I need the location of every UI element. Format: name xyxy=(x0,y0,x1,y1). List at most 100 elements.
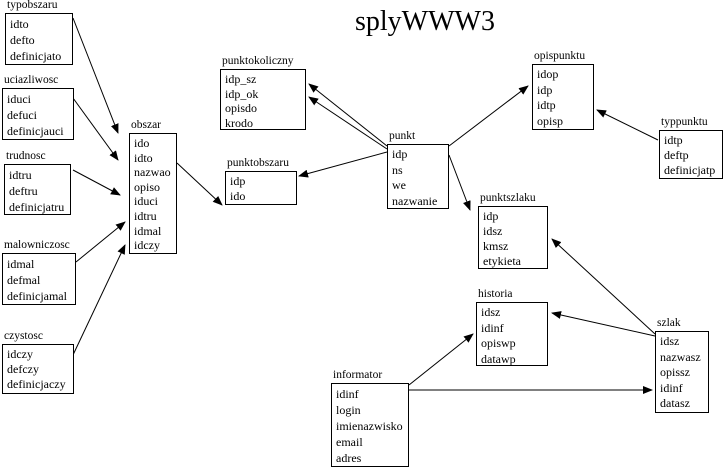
table-name: informator xyxy=(333,369,383,381)
relation-trudnosc-to-obszar xyxy=(72,169,121,196)
table-historia[interactable]: historia idsz idinf opiswp datawp xyxy=(476,288,548,366)
table-punktokoliczny[interactable]: punktokoliczny idp_sz idp_ok opisdo krod… xyxy=(220,55,306,130)
field: idp xyxy=(230,174,246,188)
field: definicjatp xyxy=(664,163,716,177)
table-body: iduci defuci definicjauci xyxy=(2,88,74,140)
field: imienazwisko xyxy=(336,419,403,433)
table-body: idsz nazwasz opissz idinf datasz xyxy=(655,331,709,413)
table-name: punkt xyxy=(389,130,416,142)
field: ido xyxy=(134,136,150,150)
table-name: typobszaru xyxy=(7,0,58,11)
field: idto xyxy=(10,17,29,31)
relation-typobszaru-to-obszar xyxy=(72,17,119,134)
relation-punkt-to-punktszlaku xyxy=(448,154,471,211)
field: definicjato xyxy=(10,49,62,63)
field: defto xyxy=(10,33,35,47)
relation-informator-to-historia xyxy=(408,333,474,386)
field: login xyxy=(336,403,361,417)
table-name: punktobszaru xyxy=(227,157,289,169)
table-body: idtp deftp definicjatp xyxy=(659,130,723,179)
table-name: punktokoliczny xyxy=(222,55,294,67)
field: idp xyxy=(483,209,499,223)
field: idp_sz xyxy=(225,72,257,86)
field: definicjauci xyxy=(7,124,64,138)
field: defmal xyxy=(7,273,41,287)
field: opisp xyxy=(537,113,564,128)
field: definicjaczy xyxy=(7,377,66,391)
table-trudnosc[interactable]: trudnosc idtru deftru definicjatru xyxy=(4,150,71,215)
table-name: obszar xyxy=(131,119,162,131)
table-body: idp ido xyxy=(225,171,297,205)
field: idto xyxy=(134,150,153,165)
field: krodo xyxy=(225,115,253,130)
table-name: punktszlaku xyxy=(480,192,536,204)
table-name: malowniczosc xyxy=(4,239,70,251)
field: idp xyxy=(537,82,553,97)
field: we xyxy=(392,178,406,192)
field: email xyxy=(336,435,363,449)
table-opispunktu[interactable]: opispunktu idop idp idtp opisp xyxy=(532,50,594,130)
table-typpunktu[interactable]: typpunktu idtp deftp definicjatp xyxy=(659,116,723,179)
field: opiswp xyxy=(481,336,516,350)
field: adres xyxy=(336,451,362,465)
table-name: historia xyxy=(478,288,513,300)
diagram-title: splyWWW3 xyxy=(355,6,495,37)
table-punkt[interactable]: punkt idp ns we nazwanie xyxy=(387,130,449,209)
table-body: idp_sz idp_ok opisdo krodo xyxy=(220,69,306,130)
relation-punkt-to-opispunktu xyxy=(448,85,529,147)
field: idp xyxy=(392,147,408,161)
table-name: trudnosc xyxy=(6,150,46,162)
table-typobszaru[interactable]: typobszaru idto defto definicjato xyxy=(5,0,73,65)
field: datasz xyxy=(660,396,690,410)
field: nazwasz xyxy=(660,349,701,364)
table-czystosc[interactable]: czystosc idczy defczy definicjaczy xyxy=(2,330,74,394)
field: idinf xyxy=(336,387,359,401)
field: idtp xyxy=(664,133,683,147)
field: idinf xyxy=(660,380,683,395)
field: idczy xyxy=(7,347,33,361)
table-body: idp idsz kmsz etykieta xyxy=(478,206,548,269)
field: idinf xyxy=(481,320,504,335)
field: idmal xyxy=(7,257,35,271)
field: definicjatru xyxy=(9,200,65,214)
table-name: szlak xyxy=(657,317,681,329)
table-obszar[interactable]: obszar ido idto nazwao opiso iduci idtru… xyxy=(129,119,177,254)
field: idp_ok xyxy=(225,86,259,101)
relation-obszar-to-punktobszaru xyxy=(176,162,223,206)
field: deftp xyxy=(664,148,689,162)
relation-typpunktu-to-opispunktu xyxy=(596,109,659,141)
field: defuci xyxy=(7,108,37,122)
relation-szlak-to-punktszlaku xyxy=(551,238,656,335)
field: idop xyxy=(537,67,559,81)
field: nazwanie xyxy=(392,193,438,208)
table-name: opispunktu xyxy=(534,50,586,62)
field: idtru xyxy=(134,208,157,223)
table-malowniczosc[interactable]: malowniczosc idmal defmal definicjamal xyxy=(2,239,76,305)
field: definicjamal xyxy=(7,289,67,303)
table-body: ido idto nazwao opiso iduci idtru idmal … xyxy=(129,133,177,254)
field: idsz xyxy=(660,334,680,348)
relation-czystosc-to-obszar xyxy=(72,244,126,356)
field: nazwao xyxy=(134,165,171,180)
field: idsz xyxy=(483,224,503,238)
table-punktobszaru[interactable]: punktobszaru idp ido xyxy=(225,157,297,205)
field: defczy xyxy=(7,362,39,376)
relation-uciazliwosc-to-obszar xyxy=(72,97,119,161)
table-body: idsz idinf opiswp datawp xyxy=(476,302,548,366)
table-punktszlaku[interactable]: punktszlaku idp idsz kmsz etykieta xyxy=(478,192,548,269)
field: idmal xyxy=(134,223,162,238)
field: deftru xyxy=(9,184,38,198)
table-name: uciazliwosc xyxy=(4,74,59,86)
field: ns xyxy=(392,162,403,177)
field: iduci xyxy=(134,194,158,209)
relation-malowniczosc-to-obszar xyxy=(75,221,126,263)
table-szlak[interactable]: szlak idsz nazwasz opissz idinf datasz xyxy=(655,317,709,413)
table-uciazliwosc[interactable]: uciazliwosc iduci defuci definicjauci xyxy=(2,74,74,140)
field: opisdo xyxy=(225,101,258,115)
table-body: idtru deftru definicjatru xyxy=(4,164,71,215)
table-body: idmal defmal definicjamal xyxy=(2,253,76,305)
field: idsz xyxy=(481,305,501,319)
relation-punkt-to-punktokoliczny xyxy=(308,83,388,147)
table-informator[interactable]: informator idinf login imienazwisko emai… xyxy=(331,369,409,467)
